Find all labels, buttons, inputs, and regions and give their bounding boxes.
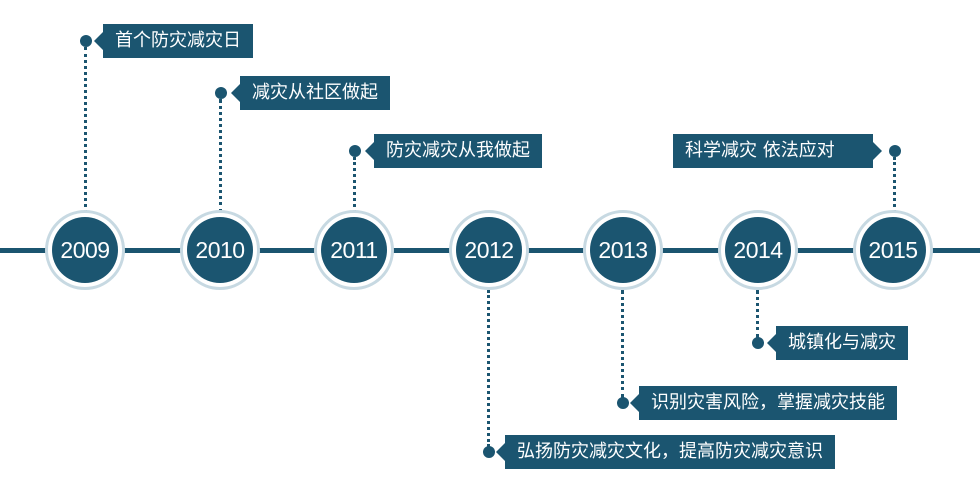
year-node-2009: 2009: [45, 210, 125, 290]
label-2012: 弘扬防灾减灾文化，提高防灾减灾意识: [496, 435, 835, 469]
year-label-2009: 2009: [52, 217, 118, 283]
year-node-2015: 2015: [853, 210, 933, 290]
year-node-2010: 2010: [180, 210, 260, 290]
connector-2013: [621, 290, 624, 398]
connector-2010: [219, 99, 222, 213]
year-label-2012: 2012: [456, 217, 522, 283]
year-label-2015: 2015: [860, 217, 926, 283]
label-2011: 防灾减灾从我做起: [365, 134, 542, 168]
year-node-2013: 2013: [583, 210, 663, 290]
label-2015: 科学减灾 依法应对: [673, 134, 882, 168]
connector-2012: [487, 290, 490, 447]
label-2014: 城镇化与减灾: [767, 326, 908, 360]
year-label-2010: 2010: [187, 217, 253, 283]
connector-2014: [756, 290, 759, 338]
label-2010: 减灾从社区做起: [231, 76, 390, 110]
marker-dot-2013: [617, 397, 629, 409]
year-node-2011: 2011: [314, 210, 394, 290]
year-node-2014: 2014: [718, 210, 798, 290]
connector-2015: [893, 157, 896, 213]
marker-dot-2012: [483, 446, 495, 458]
label-2009: 首个防灾减灾日: [94, 24, 253, 58]
year-label-2014: 2014: [725, 217, 791, 283]
year-node-2012: 2012: [449, 210, 529, 290]
marker-dot-2011: [349, 145, 361, 157]
connector-2011: [353, 157, 356, 213]
year-label-2013: 2013: [590, 217, 656, 283]
label-2013: 识别灾害风险，掌握减灾技能: [630, 386, 897, 420]
year-label-2011: 2011: [321, 217, 387, 283]
connector-2009: [84, 47, 87, 213]
marker-dot-2015: [889, 145, 901, 157]
marker-dot-2009: [80, 35, 92, 47]
marker-dot-2014: [752, 337, 764, 349]
marker-dot-2010: [215, 87, 227, 99]
